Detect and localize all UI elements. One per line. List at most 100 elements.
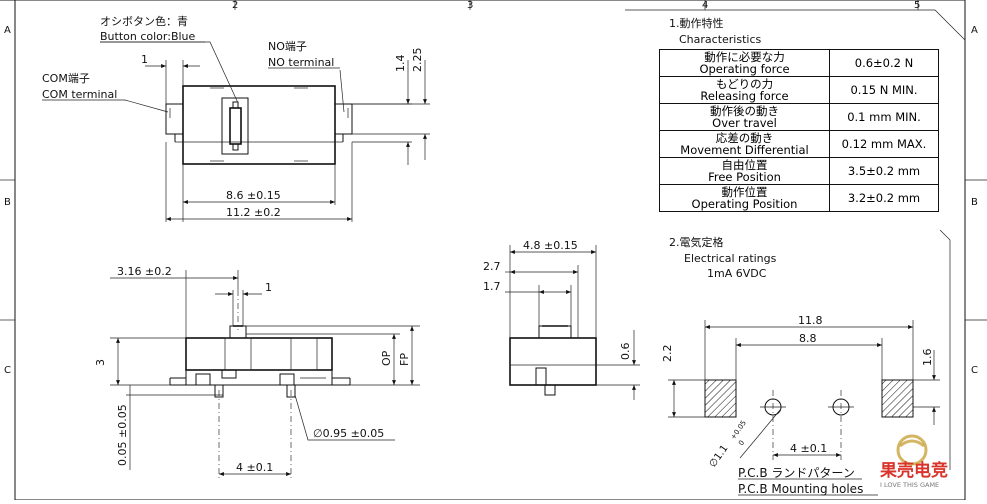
characteristics-heading-en: Characteristics	[679, 33, 762, 46]
dim-front-3-16: 3.16 ±0.2	[117, 265, 172, 278]
row-label-b: B	[4, 197, 11, 208]
dim-side-2-7: 2.7	[483, 260, 501, 273]
button-housing	[221, 97, 249, 155]
dim-pcb-hole-tol-minus: 0	[737, 439, 746, 447]
side-view	[505, 245, 640, 400]
top-view	[100, 41, 430, 222]
col-label-5: 5	[914, 0, 920, 11]
front-pin-left	[214, 384, 224, 398]
front-view-plunger	[229, 325, 247, 339]
electrical-heading-jp: 2.電気定格	[669, 235, 724, 249]
dim-top-8-6: 8.6 ±0.15	[226, 189, 281, 202]
front-view-labels: 3.16 ±0.2 1 3 OP FP 0.05 ±0.05 ∅0.95 ±0.…	[94, 265, 411, 474]
dim-front-1: 1	[265, 281, 272, 294]
characteristic-name-en: Releasing force	[700, 89, 789, 103]
pcb-label-en: P.C.B Mounting holes	[738, 482, 863, 496]
row-label-c-right: C	[971, 365, 978, 376]
dim-pcb-2-2: 2.2	[661, 345, 674, 363]
pcb-pad-left	[704, 379, 737, 418]
button-color-en: Button color:Blue	[100, 30, 196, 43]
push-button	[229, 107, 242, 145]
row-label-a: A	[4, 25, 11, 36]
characteristic-value: 0.15 N MIN.	[829, 76, 939, 104]
characteristic-value: 0.12 mm MAX.	[829, 130, 939, 158]
characteristic-name-jp: 動作に必要な力	[704, 50, 785, 64]
characteristic-name-en: Operating force	[699, 62, 790, 76]
dim-side-0-6: 0.6	[619, 343, 632, 361]
front-pin-right	[286, 384, 296, 398]
dim-front-fp: FP	[398, 353, 411, 366]
dim-pcb-1-6: 1.6	[921, 349, 934, 367]
com-terminal-jp: COM端子	[42, 72, 90, 85]
dim-front-4: 4 ±0.1	[236, 461, 273, 474]
row-label-b-right: B	[971, 197, 978, 208]
pcb-label-jp: P.C.B ランドパターン	[738, 466, 855, 480]
dim-top-2-25: 2.25	[411, 48, 424, 73]
characteristic-name-jp: 動作位置	[721, 185, 768, 199]
dim-side-1-7: 1.7	[483, 280, 501, 293]
characteristics-heading-jp: 1.動作特性	[669, 16, 724, 30]
characteristic-name-en: Operating Position	[691, 197, 798, 211]
characteristic-name-jp: 動作後の動き	[710, 104, 779, 118]
spec-headings: 1.動作特性 Characteristics 2.電気定格 Electrical…	[669, 16, 777, 280]
dim-pcb-hole: ∅1.1	[707, 443, 730, 469]
characteristic-name-jp: 自由位置	[721, 158, 768, 172]
electrical-value: 1mA 6VDC	[707, 267, 767, 280]
dim-top-1: 1	[141, 53, 148, 66]
row-label-c: C	[4, 365, 11, 376]
characteristic-name-jp: もどりの力	[715, 77, 774, 91]
dim-pcb-4: 4 ±0.1	[790, 442, 827, 455]
col-label-3: 3	[467, 0, 473, 11]
no-terminal-jp: NO端子	[268, 40, 307, 53]
frame-corner-lines	[625, 9, 966, 470]
watermark-logo: 果壳电竞 I LOVE THIS GAME	[880, 434, 948, 489]
frame-zone-labels: A B C A B C 2 3 4 5	[4, 0, 978, 376]
dim-pcb-8-8: 8.8	[799, 332, 817, 345]
top-view-body	[182, 85, 336, 165]
front-view	[110, 270, 420, 480]
characteristic-name-jp: 応差の動き	[715, 131, 774, 145]
side-view-labels: 4.8 ±0.15 2.7 1.7 0.6	[483, 239, 632, 360]
row-label-a-right: A	[971, 25, 978, 36]
characteristic-value: 0.6±0.2 N	[829, 49, 939, 77]
dim-pcb-hole-tol-plus: +0.05	[729, 419, 748, 441]
dim-top-11-2: 11.2 ±0.2	[226, 206, 281, 219]
dim-side-4-8: 4.8 ±0.15	[523, 239, 578, 252]
dim-front-op: OP	[380, 350, 393, 366]
characteristic-name-en: Over travel	[712, 116, 777, 130]
characteristic-value: 0.1 mm MIN.	[829, 103, 939, 131]
com-terminal-pad	[165, 103, 184, 135]
dim-pcb-11-8: 11.8	[798, 314, 823, 327]
col-label-4: 4	[702, 0, 708, 11]
com-terminal-en: COM terminal	[42, 88, 117, 101]
front-view-body	[185, 337, 333, 371]
no-terminal-en: NO terminal	[268, 56, 334, 69]
characteristic-name-en: Movement Differential	[680, 143, 809, 157]
dim-front-3: 3	[94, 359, 107, 366]
electrical-heading-en: Electrical ratings	[684, 252, 777, 265]
pcb-pattern	[668, 320, 940, 460]
watermark-cn: 果壳电竞	[880, 460, 948, 481]
dim-front-0-05: 0.05 ±0.05	[116, 404, 129, 466]
characteristic-value: 3.2±0.2 mm	[829, 184, 939, 212]
top-view-labels: オシボタン色：青 Button color:Blue NO端子 NO termi…	[42, 14, 424, 219]
characteristic-value: 3.5±0.2 mm	[829, 157, 939, 185]
col-label-2: 2	[232, 0, 238, 11]
pcb-pad-right	[881, 379, 914, 418]
side-view-body	[509, 337, 597, 386]
